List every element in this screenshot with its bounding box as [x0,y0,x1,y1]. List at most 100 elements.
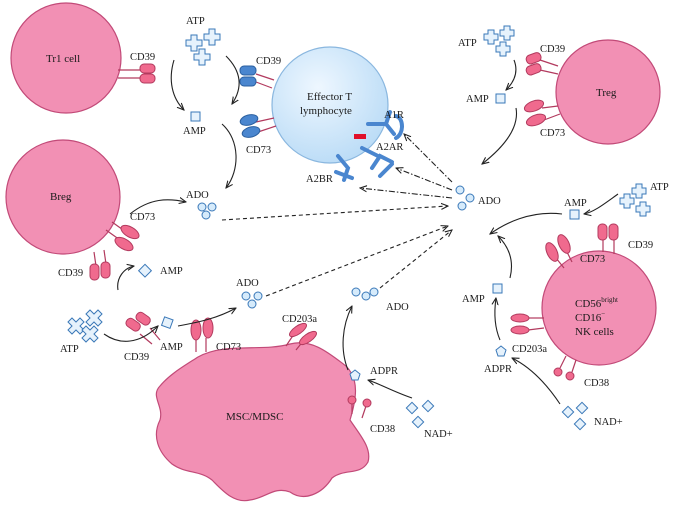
breg-cell-label: Breg [50,191,72,203]
label-adpr-msc: ADPR [370,366,398,377]
atp-molecules-top [185,28,221,66]
inhibition-mark [354,134,366,139]
label-cd73-breg: CD73 [130,212,155,223]
arrow-msc-adpr-ado [342,306,352,371]
dashdot-arrow-a1r [404,134,453,183]
nad-molecules-nk [561,401,589,431]
label-cd39-tr1: CD39 [130,52,155,63]
label-cd39-nk: CD39 [628,240,653,251]
arrow-msc-atp-amp [103,326,158,342]
label-cd39-treg: CD39 [540,44,565,55]
arrow-tr1-atp-amp [170,59,184,110]
atp-molecules-nk [619,183,651,217]
msc-mdsc-cell [155,342,370,502]
arrow-nk-amp-low [498,236,513,279]
a1r-receptor [366,110,404,140]
dash-arrow-mid-ado [265,226,448,297]
label-amp-msc: AMP [160,342,183,353]
ado-molecules-mid [241,291,263,309]
label-ado-mid: ADO [386,302,409,313]
label-amp-nk: AMP [564,198,587,209]
msc-cd39-receptor [125,311,161,345]
label-amp-breg: AMP [160,266,183,277]
nk-label-line3: NK cells [575,326,614,338]
breg-cd73-receptor [105,221,140,252]
breg-cd39-receptor [89,249,111,281]
arrow-nk-nad-adpr [512,358,561,405]
effector-cd39-receptor [239,65,275,89]
label-ado-msc-left: ADO [236,278,259,289]
label-adpr-nk: ADPR [484,364,512,375]
label-atp-top: ATP [186,16,205,27]
amp-molecule-breg [137,263,153,278]
label-amp-nk-low: AMP [462,294,485,305]
nk-label-line2: CD16− [575,310,605,324]
atp-molecules-msc [67,309,103,343]
dash-arrow-msc-ado [379,230,452,289]
label-atp-nk: ATP [650,182,669,193]
label-cd39-msc: CD39 [124,352,149,363]
label-cd38-nk: CD38 [584,378,609,389]
arrow-treg-amp-ado [482,107,518,164]
ado-molecules-top [197,202,217,220]
adpr-molecule-msc [349,369,361,381]
label-nad-nk: NAD+ [594,417,623,428]
adpr-molecule-nk [495,345,507,357]
treg-cell-label: Treg [596,87,617,99]
label-cd73-treg: CD73 [540,128,565,139]
nk-cd203a-receptor [510,313,545,335]
effector-t-label-line2: lymphocyte [300,105,352,117]
label-a2br: A2BR [306,174,333,185]
nk-cd38-receptor [553,355,577,381]
label-atp-treg: ATP [458,38,477,49]
amp-molecule-treg [495,93,506,104]
label-cd39-breg: CD39 [58,268,83,279]
nad-molecules-msc [405,399,435,429]
dash-arrow-breg-ado [221,206,448,221]
breg-cell [5,139,121,255]
label-cd203a-msc: CD203a [282,314,317,325]
tr1-cd39-receptor [118,63,156,84]
atp-molecules-treg [483,25,515,57]
nk-cell [541,250,657,366]
label-cd38-msc: CD38 [370,424,395,435]
effector-t-label-line1: Effector T [307,91,352,103]
amp-molecule-msc [160,316,174,330]
arrow-atp-amp-effector [225,55,240,104]
msc-mdsc-label: MSC/MDSC [226,411,283,423]
treg-cd39-receptor [525,52,559,76]
label-ado-top: ADO [186,190,209,201]
label-atp-msc: ATP [60,344,79,355]
label-cd39-effector: CD39 [256,56,281,67]
amp-molecule-nk [569,209,580,220]
label-cd73-nk: CD73 [580,254,605,265]
treg-cd73-receptor [523,99,561,127]
label-cd73-effector: CD73 [246,145,271,156]
arrow-msc-nad-adpr [368,380,413,399]
arrow-treg-atp-amp [506,59,517,90]
arrow-nk-atp-amp [584,193,619,214]
label-ado-center: ADO [478,196,501,207]
tr1-cell-label: Tr1 cell [46,53,80,65]
dashdot-arrow-a2ar [396,168,453,191]
label-a2ar: A2AR [376,142,403,153]
a2br-receptor [334,154,354,182]
tr1-cell [10,2,122,114]
label-cd73-msc: CD73 [216,342,241,353]
nk-label-line1: CD56bright [575,296,618,310]
dashdot-arrow-a2br [360,188,453,199]
treg-cell [555,39,661,145]
label-amp-treg: AMP [466,94,489,105]
arrow-breg-ado [129,200,186,215]
a2ar-receptor [360,146,394,178]
arrow-nk-adpr-amp [495,298,501,341]
nk-cd73-receptor [545,234,573,269]
msc-cd38-receptor [347,395,372,419]
arrow-breg-amp [117,266,134,291]
label-a1r: A1R [384,110,404,121]
arrow-amp-ado-effector [221,123,237,188]
arrow-nk-amp-ado [490,212,563,234]
ado-molecules-msc [351,287,379,301]
